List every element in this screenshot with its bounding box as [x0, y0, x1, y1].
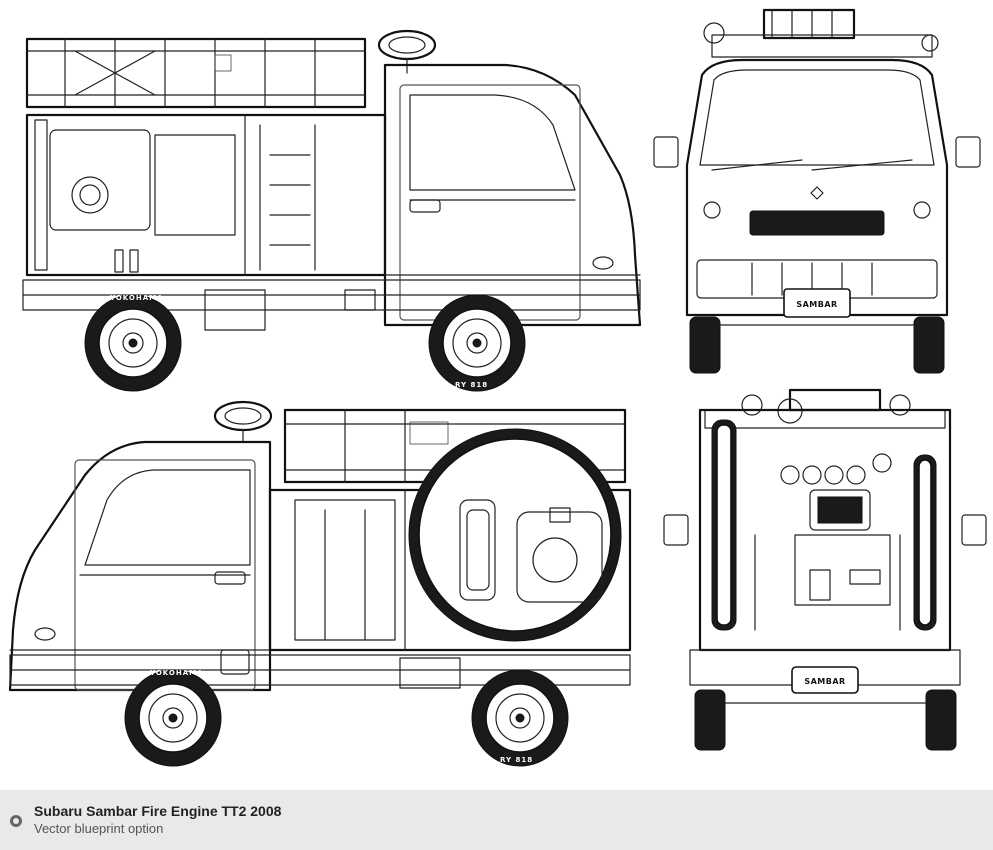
ring-icon [10, 815, 22, 827]
blueprint-title: Subaru Sambar Fire Engine TT2 2008 [34, 803, 282, 819]
siren-2 [213, 400, 273, 443]
rear-wheel-2: RY 818 [471, 669, 569, 767]
rear-wheel: YOKOHAMA [84, 294, 182, 392]
blueprint-subtitle: Vector blueprint option [34, 821, 164, 836]
svg-text:SAMBAR: SAMBAR [796, 300, 837, 309]
svg-text:YOKOHAMA: YOKOHAMA [149, 669, 204, 677]
front-wheel-2: YOKOHAMA [124, 669, 222, 767]
chassis [22, 279, 641, 331]
svg-text:RY 818: RY 818 [500, 756, 533, 764]
rear-view: SAMBAR [663, 388, 987, 751]
front-roof-equipment [703, 8, 939, 58]
front-view: SAMBAR [653, 8, 981, 374]
cab [383, 63, 642, 327]
svg-text:SAMBAR: SAMBAR [804, 677, 845, 686]
cab-2 [8, 440, 272, 692]
svg-text:RY 818: RY 818 [455, 381, 488, 389]
hose-coils [711, 419, 937, 631]
rear-bumper: SAMBAR [689, 649, 961, 694]
side-view-right: YOKOHAMA RY 818 [8, 400, 632, 767]
siren [377, 29, 437, 74]
hose-reel [408, 428, 622, 642]
pump-assembly [754, 453, 901, 631]
front-wheels [689, 316, 945, 374]
side-view-left: YOKOHAMA RY 818 [22, 29, 642, 392]
rear-body [25, 113, 387, 277]
front-wheel: RY 818 [428, 294, 526, 392]
blueprint-drawing-area: YOKOHAMA RY 818 [8, 8, 987, 767]
rear-wheels [694, 689, 957, 751]
svg-text:YOKOHAMA: YOKOHAMA [109, 294, 164, 302]
ladder-rack [25, 37, 367, 109]
front-cab: SAMBAR [653, 58, 981, 318]
caption-bar [0, 790, 993, 850]
